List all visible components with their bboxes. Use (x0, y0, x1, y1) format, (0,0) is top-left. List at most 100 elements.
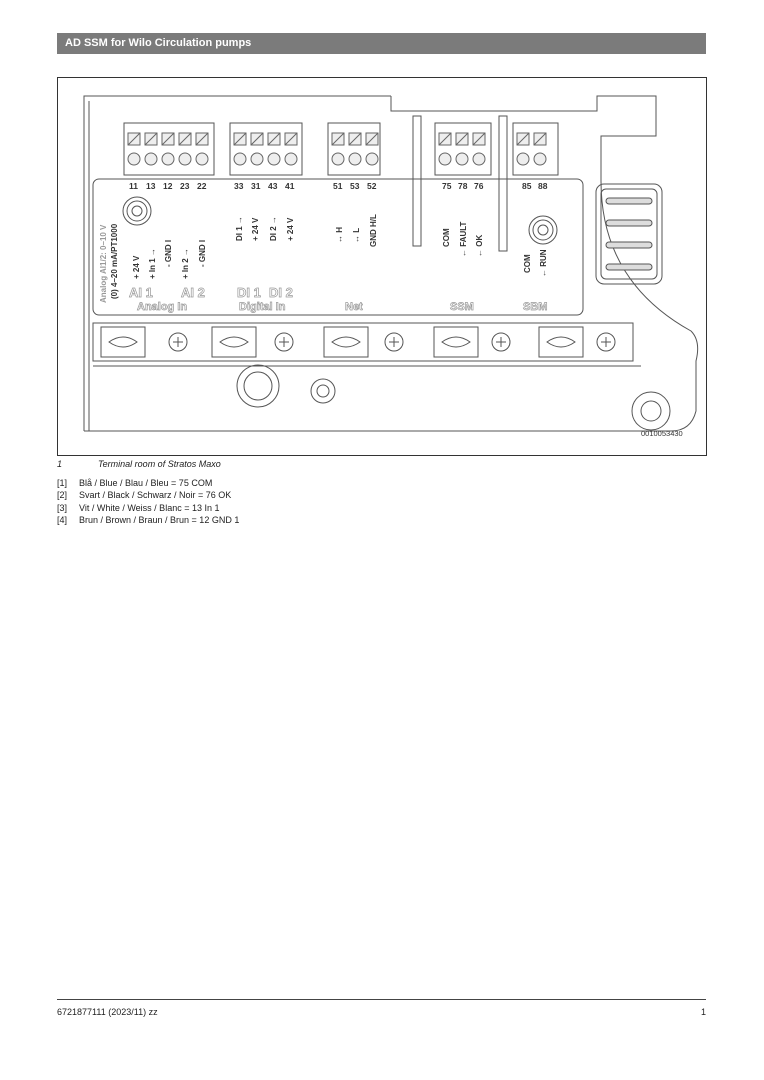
terminal-screw-slot (365, 132, 379, 146)
pin-label-in2: + In 2 → (181, 248, 190, 279)
wire-entry-icon (438, 152, 452, 166)
clip-slot (605, 197, 653, 205)
cable-gland (433, 326, 479, 358)
terminal-75: 75 (442, 181, 452, 191)
document-number: 6721877111 (2023/11) zz (57, 1007, 158, 1017)
terminal-11: 11 (129, 181, 138, 191)
terminal-screw-slot (516, 132, 530, 146)
terminal-31: 31 (251, 181, 261, 191)
connector-screws (127, 132, 547, 166)
terminal-screw-slot (144, 132, 158, 146)
page-header: AD SSM for Wilo Circulation pumps (57, 33, 706, 54)
terminal-43: 43 (268, 181, 278, 191)
pin-label-h: ↔ H (335, 227, 344, 243)
terminal-screw-slot (178, 132, 192, 146)
group-ai2: AI 2 (181, 285, 205, 300)
legend-item: [1]Blå / Blue / Blau / Bleu = 75 COM (57, 478, 213, 488)
image-id: 0010053430 (641, 429, 683, 438)
terminal-screw-slot (233, 132, 247, 146)
legend-item: [3]Vit / White / Weiss / Blanc = 13 In 1 (57, 502, 220, 513)
screw-cross-icon (279, 337, 289, 347)
terminal-12: 12 (163, 181, 173, 191)
terminal-screw-slot (195, 132, 209, 146)
wire-entry-icon (267, 152, 281, 166)
terminal-screw-slot (127, 132, 141, 146)
terminal-85: 85 (522, 181, 532, 191)
legend-item: [2]Svart / Black / Schwarz / Noir = 76 O… (57, 490, 232, 501)
wire-entry-icon (516, 152, 530, 166)
terminal-screw-slot (250, 132, 264, 146)
screw-cross-icon (496, 337, 506, 347)
terminal-screw-slot (455, 132, 469, 146)
group-di1: DI 1 (237, 285, 261, 300)
cable-gland-lens (546, 336, 576, 348)
clip-slot (605, 219, 653, 227)
caption-number: 1 (57, 459, 63, 469)
group-analog-in: Analog In (137, 301, 187, 313)
pin-label-in1: + In 1 → (148, 248, 157, 279)
clip-slot (605, 263, 653, 271)
terminal-screw-slot (348, 132, 362, 146)
wire-entry-icon (127, 152, 141, 166)
terminal-53: 53 (350, 181, 360, 191)
wire-entry-icon (144, 152, 158, 166)
pin-label-gnd1: - GND I (164, 240, 173, 267)
wire-entry-icon (233, 152, 247, 166)
terminal-screw-slot (438, 132, 452, 146)
screw-icon (596, 332, 616, 352)
group-net: Net (345, 301, 363, 313)
terminal-41: 41 (285, 181, 295, 191)
terminal-88: 88 (538, 181, 548, 191)
pin-label-gnd-hl: GND H/L (369, 214, 378, 247)
pin-label-di2-24v: + 24 V (286, 217, 295, 241)
pin-label-com: COM (442, 228, 451, 247)
cable-gland (211, 326, 257, 358)
pin-label-24v: + 24 V (132, 255, 141, 279)
wire-legend: [1]Blå / Blue / Blau / Bleu = 75 COM [2]… (57, 477, 239, 526)
terminal-13: 13 (146, 181, 156, 191)
terminal-screw-slot (331, 132, 345, 146)
cable-gland-lens (219, 336, 249, 348)
side-label-1: Analog AI1/2: 0–10 V (99, 224, 108, 303)
terminal-78: 78 (458, 181, 468, 191)
wire-entry-icon (348, 152, 362, 166)
terminal-33: 33 (234, 181, 244, 191)
page-footer: 6721877111 (2023/11) zz 1 (57, 999, 706, 1017)
group-di2: DI 2 (269, 285, 293, 300)
terminal-drawing: 11 13 12 23 22 33 31 43 41 51 53 52 75 7… (83, 95, 699, 438)
wire-entry-icon (178, 152, 192, 166)
pin-label-sbm-com: COM (523, 254, 532, 273)
cable-gland-lens (108, 336, 138, 348)
wire-entry-icon (331, 152, 345, 166)
terminal-screw-slot (161, 132, 175, 146)
group-sbm: SBM (523, 301, 547, 313)
pin-label-di1-24v: + 24 V (251, 217, 260, 241)
legend-item: [4]Brun / Brown / Braun / Brun = 12 GND … (57, 514, 240, 525)
pin-label-di2: DI 2 → (269, 216, 278, 241)
terminal-screw-slot (284, 132, 298, 146)
pin-label-run: ← RUN (539, 249, 548, 277)
pin-label-l: ↔ L (352, 228, 361, 243)
terminal-51: 51 (333, 181, 343, 191)
group-ssm: SSM (450, 301, 474, 313)
group-ai1: AI 1 (129, 285, 153, 300)
screw-cross-icon (601, 337, 611, 347)
page-number: 1 (700, 1007, 706, 1017)
cable-gland (323, 326, 369, 358)
side-label-2: (0) 4–20 mA/PT1000 (110, 223, 119, 299)
wire-entry-icon (472, 152, 486, 166)
cable-gland (100, 326, 146, 358)
terminal-22: 22 (197, 181, 207, 191)
screw-icon (168, 332, 188, 352)
screw-icon (491, 332, 511, 352)
pin-label-di1: DI 1 → (235, 216, 244, 241)
cable-gland-lens (331, 336, 361, 348)
screw-cross-icon (389, 337, 399, 347)
screw-icon (274, 332, 294, 352)
wire-entry-icon (365, 152, 379, 166)
wire-entry-icon (284, 152, 298, 166)
group-digital-in: Digital In (239, 301, 286, 313)
figure-terminal-room: 11 13 12 23 22 33 31 43 41 51 53 52 75 7… (57, 77, 707, 456)
wire-entry-icon (195, 152, 209, 166)
terminal-screw-slot (533, 132, 547, 146)
